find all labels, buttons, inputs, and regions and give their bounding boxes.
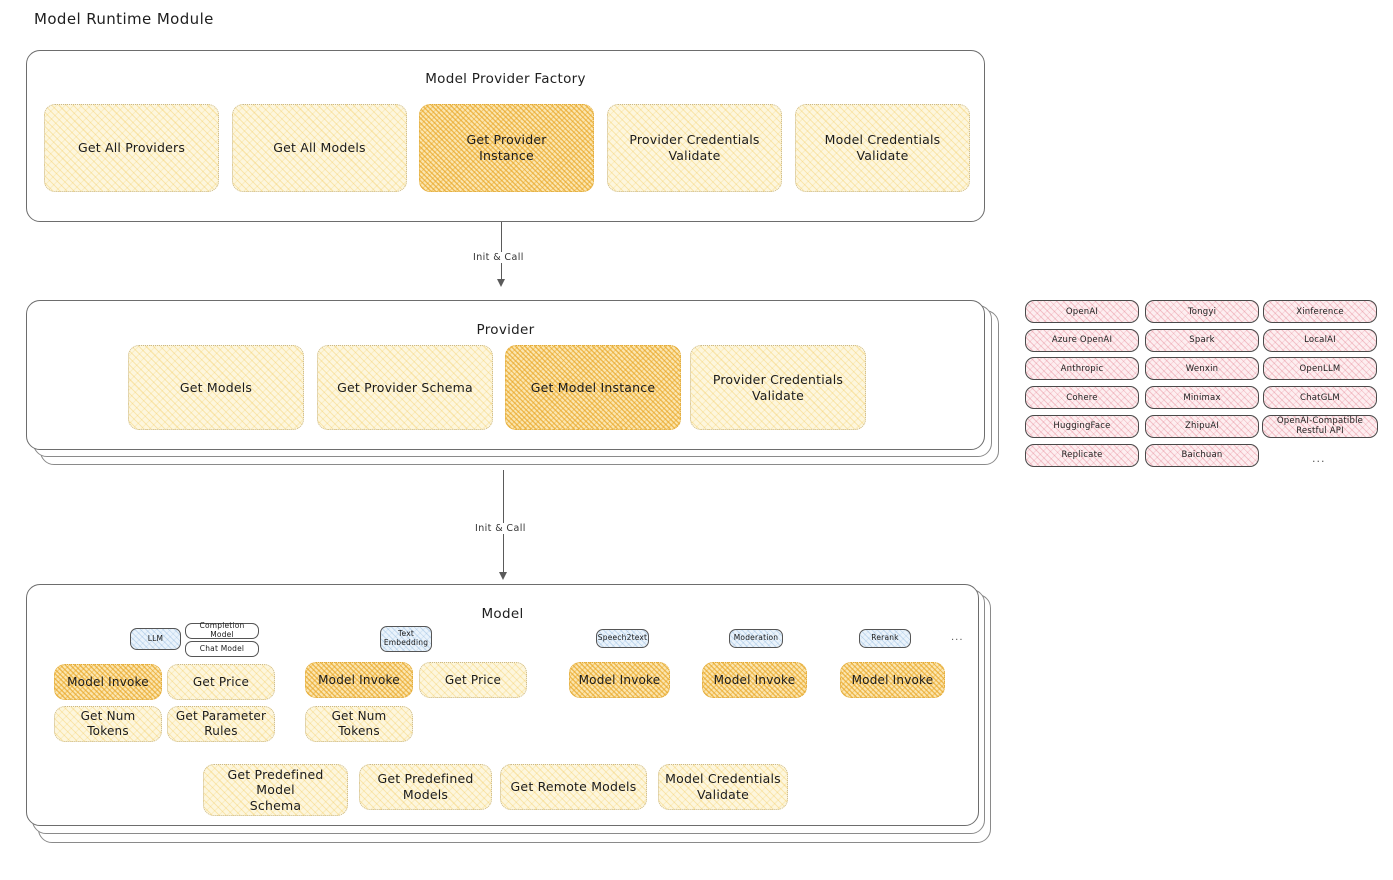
provider-method-get-models[interactable]: Get Models [128, 345, 304, 430]
provider-pill-openllm[interactable]: OpenLLM [1263, 357, 1377, 381]
panel-title-model: Model [481, 606, 524, 622]
model-types-more-ellipsis: ... [951, 632, 964, 643]
model-method-moderation-model-invoke[interactable]: Model Invoke [702, 662, 807, 698]
arrow-2-label: Init & Call [470, 523, 531, 534]
model-method-llm-model-invoke[interactable]: Model Invoke [54, 664, 162, 700]
provider-pill-baichuan[interactable]: Baichuan [1145, 443, 1259, 467]
provider-pill-openai[interactable]: OpenAI [1025, 300, 1139, 323]
panel-model: Model [26, 584, 979, 826]
provider-pill-zhipuai[interactable]: ZhipuAI [1145, 414, 1259, 438]
factory-method-get-all-providers[interactable]: Get All Providers [44, 104, 219, 192]
provider-pill-minimax[interactable]: Minimax [1145, 386, 1259, 410]
provider-pill-wenxin[interactable]: Wenxin [1145, 357, 1259, 381]
provider-pill-anthropic[interactable]: Anthropic [1025, 357, 1139, 381]
provider-pill-openai-compatible-restful-api[interactable]: OpenAI-Compatible Restful API [1262, 414, 1378, 438]
arrow-1-label: Init & Call [468, 252, 529, 263]
provider-method-get-model-instance[interactable]: Get Model Instance [505, 345, 681, 430]
provider-pill-tongyi[interactable]: Tongyi [1145, 300, 1259, 323]
model-type-badge-moderation[interactable]: Moderation [729, 629, 783, 648]
provider-pill-xinference[interactable]: Xinference [1263, 300, 1377, 323]
model-method-text-embedding-get-num-tokens[interactable]: Get Num Tokens [305, 706, 413, 742]
panel-title-provider: Provider [476, 322, 535, 338]
model-method-text-embedding-get-price[interactable]: Get Price [419, 662, 527, 698]
provider-method-get-provider-schema[interactable]: Get Provider Schema [317, 345, 493, 430]
provider-pill-azure-openai[interactable]: Azure OpenAI [1025, 328, 1139, 352]
provider-pill-huggingface[interactable]: HuggingFace [1025, 414, 1139, 438]
model-type-badge-llm[interactable]: LLM [130, 628, 181, 650]
provider-list-more-ellipsis: ... [1312, 452, 1326, 465]
model-type-badge-speech2text[interactable]: Speech2text [596, 629, 649, 648]
arrow-1-head [497, 279, 505, 287]
model-method-text-embedding-model-invoke[interactable]: Model Invoke [305, 662, 413, 698]
arrow-2-line [503, 470, 505, 575]
provider-pill-localai[interactable]: LocalAI [1263, 328, 1377, 352]
model-method-llm-get-price[interactable]: Get Price [167, 664, 275, 700]
page-title: Model Runtime Module [34, 10, 214, 28]
arrow-2-head [499, 572, 507, 580]
provider-pill-cohere[interactable]: Cohere [1025, 386, 1139, 410]
provider-pill-chatglm[interactable]: ChatGLM [1263, 386, 1377, 410]
model-method-speech2text-model-invoke[interactable]: Model Invoke [569, 662, 670, 698]
model-method-rerank-model-invoke[interactable]: Model Invoke [840, 662, 945, 698]
model-subtype-badge-completion-model[interactable]: Completion Model [185, 622, 259, 639]
model-method-llm-get-num-tokens[interactable]: Get Num Tokens [54, 706, 162, 742]
factory-method-get-all-models[interactable]: Get All Models [232, 104, 407, 192]
model-subtype-badge-chat-model[interactable]: Chat Model [185, 641, 259, 657]
model-type-badge-rerank[interactable]: Rerank [859, 629, 911, 648]
provider-pill-replicate[interactable]: Replicate [1025, 443, 1139, 467]
panel-title-factory: Model Provider Factory [425, 71, 586, 87]
provider-pill-spark[interactable]: Spark [1145, 328, 1259, 352]
model-shared-method-get-remote-models[interactable]: Get Remote Models [500, 764, 647, 810]
